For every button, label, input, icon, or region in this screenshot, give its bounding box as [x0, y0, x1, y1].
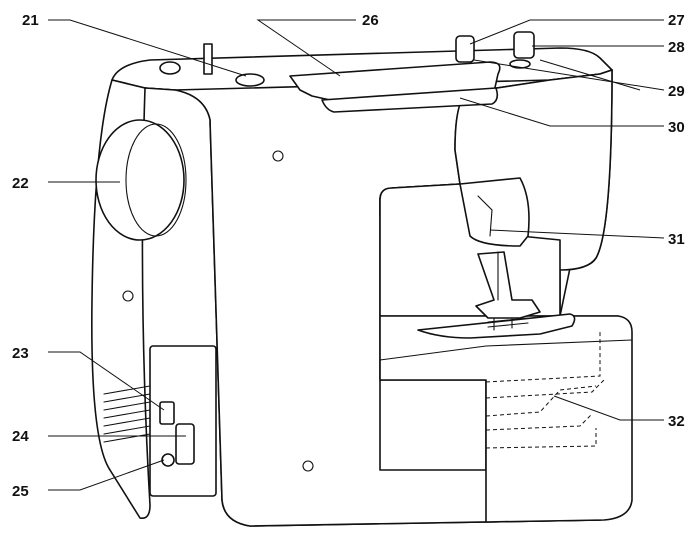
power-switch	[159, 401, 175, 425]
leader-30	[459, 97, 664, 127]
leader-32	[553, 395, 664, 421]
foot-control-jack	[161, 453, 175, 467]
leader-23	[48, 351, 165, 411]
free-arm-bed	[379, 315, 633, 523]
callout-25: 25	[12, 483, 29, 500]
screw-hole	[272, 150, 284, 162]
callout-21: 21	[22, 12, 39, 29]
leader-21	[48, 19, 247, 77]
sewing-head	[459, 177, 530, 247]
leader-31	[489, 229, 665, 239]
screw-hole	[122, 290, 134, 302]
callout-30: 30	[668, 119, 685, 136]
accessory-compartment	[485, 332, 605, 449]
callout-23: 23	[12, 345, 29, 362]
leader-27	[469, 19, 664, 45]
presser-foot	[475, 251, 541, 319]
leader-25	[48, 459, 165, 491]
feed-dogs	[487, 313, 529, 331]
callout-28: 28	[668, 39, 685, 56]
callout-24: 24	[12, 428, 29, 445]
thread-guide	[477, 195, 493, 237]
callout-32: 32	[668, 413, 685, 430]
top-knob-left	[159, 61, 181, 75]
leader-lines	[48, 19, 665, 491]
callout-29: 29	[668, 83, 685, 100]
stitch-selector-dial	[513, 31, 535, 59]
leader-26	[256, 19, 356, 77]
screw-hole	[302, 460, 314, 472]
handwheel	[95, 119, 185, 241]
bobbin-winder	[235, 73, 265, 87]
callout-27: 27	[668, 12, 685, 29]
ventilation-slots	[103, 385, 151, 443]
leader-29a	[473, 59, 665, 91]
handwheel-rim	[125, 123, 187, 237]
leader-29b	[539, 59, 641, 91]
machine-illustration	[91, 31, 633, 527]
power-socket	[175, 423, 195, 465]
thread-tension-dial	[455, 35, 475, 63]
callout-26: 26	[362, 12, 379, 29]
callout-22: 22	[12, 175, 29, 192]
handle-grip	[321, 87, 499, 113]
spool-pin	[203, 43, 213, 75]
callout-labels: 21 22 23 24 25 26 27 28 29 30 31 32	[12, 12, 685, 500]
bed-front	[379, 339, 633, 381]
callout-31: 31	[668, 231, 685, 248]
carrying-handle	[289, 61, 501, 101]
